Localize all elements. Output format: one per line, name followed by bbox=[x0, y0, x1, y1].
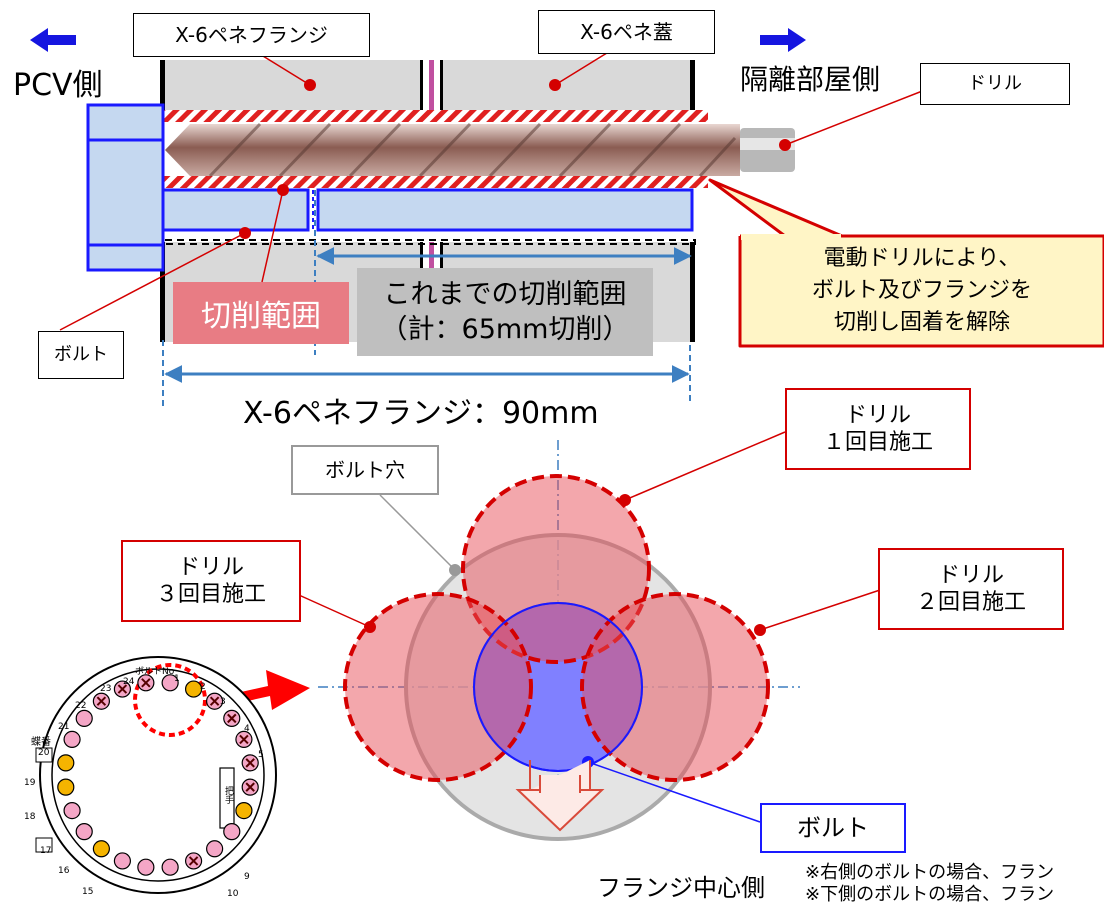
ring-number: 5 bbox=[258, 750, 264, 760]
ring-number: 3 bbox=[220, 697, 226, 707]
mini-bolt bbox=[75, 823, 93, 841]
bolt-cross-icon bbox=[141, 678, 151, 688]
ring-number: 22 bbox=[75, 701, 87, 711]
drill-1-label: ドリル １回目施工 bbox=[822, 402, 933, 456]
ring-number: 20 bbox=[38, 748, 50, 758]
bolt-cross-icon bbox=[117, 684, 128, 694]
mini-bolt bbox=[206, 840, 224, 858]
ring-number: 2 bbox=[200, 682, 206, 692]
bolt-box-lower: ボルト bbox=[760, 803, 906, 853]
ring-number: 18 bbox=[24, 812, 36, 822]
lid-label-box: X-6ペネ蓋 bbox=[538, 10, 715, 54]
mini-bolt bbox=[223, 823, 241, 841]
drill-label-box: ドリル bbox=[920, 63, 1070, 105]
bolt-label: ボルト bbox=[54, 343, 108, 365]
cut-band-bottom bbox=[163, 176, 708, 188]
flange-center-label: フランジ中心側 bbox=[597, 874, 765, 902]
bolt-cross-icon bbox=[188, 856, 199, 866]
bolt-shaft-cut bbox=[316, 188, 694, 232]
ring-number: 4 bbox=[244, 724, 250, 734]
cut-range-box bbox=[173, 282, 349, 344]
pcv-side-label: PCV側 bbox=[13, 68, 103, 103]
bolt-label-box: ボルト bbox=[38, 331, 124, 379]
drill-2-box: ドリル ２回目施工 bbox=[878, 548, 1064, 630]
mini-bolt bbox=[161, 858, 179, 876]
cut-range-label: 切削範囲 bbox=[201, 299, 321, 334]
drill-2-label: ドリル ２回目施工 bbox=[915, 562, 1026, 616]
hinge-label: 蝶番 bbox=[31, 737, 51, 748]
bolt-head bbox=[86, 103, 165, 272]
bolt-cross-icon bbox=[209, 696, 220, 706]
bolt-hole-box: ボルト穴 bbox=[291, 445, 439, 495]
ring-number: 17 bbox=[40, 846, 52, 856]
ring-number: 9 bbox=[244, 872, 250, 882]
drill-3-circle bbox=[343, 592, 533, 782]
mini-bolt bbox=[113, 852, 132, 870]
bolt-cross-icon bbox=[245, 782, 255, 792]
bolt-cross-icon bbox=[227, 713, 237, 724]
flange-label-box: X-6ペネフランジ bbox=[133, 13, 370, 57]
cut-band-top bbox=[163, 110, 708, 122]
ring-number: 24 bbox=[123, 677, 135, 687]
mini-bolt bbox=[235, 801, 253, 820]
flange-label: X-6ペネフランジ bbox=[175, 22, 328, 47]
lid-label: X-6ペネ蓋 bbox=[580, 19, 673, 44]
handle-label: 把手 bbox=[223, 786, 233, 804]
ring-number: 10 bbox=[227, 889, 239, 899]
mini-bolt bbox=[161, 674, 179, 692]
mini-bolt bbox=[75, 709, 93, 727]
bolt-ring-mini bbox=[35, 656, 277, 894]
mini-bolt bbox=[57, 754, 75, 772]
mini-bolt bbox=[92, 840, 110, 858]
bolt-no-label: ボルトNo bbox=[135, 667, 175, 677]
cut-so-far-label: これまでの切削範囲 （計：65mm切削） bbox=[380, 278, 630, 345]
bolt-cross-icon bbox=[96, 696, 107, 706]
lid-body-top bbox=[440, 60, 692, 110]
cut-so-far-box bbox=[357, 268, 653, 356]
drill-1-box: ドリル １回目施工 bbox=[785, 388, 971, 470]
bolt-cross-icon bbox=[239, 734, 249, 745]
mini-bolt bbox=[63, 730, 81, 749]
isolation-arrow-icon bbox=[760, 28, 806, 52]
bolt-label-lower: ボルト bbox=[797, 814, 869, 842]
ring-number: 15 bbox=[82, 887, 94, 897]
ring-number: 21 bbox=[58, 722, 70, 732]
ring-number: 23 bbox=[100, 684, 112, 694]
mini-bolt bbox=[57, 778, 75, 796]
callout-text: 電動ドリルにより、 ボルト及びフランジを 切削し固着を解除 bbox=[811, 246, 1032, 335]
note-2: ※下側のボルトの場合、フラン bbox=[805, 884, 1055, 905]
ring-number: 1 bbox=[174, 674, 180, 684]
callout-bubble bbox=[708, 178, 1104, 348]
bolt-cross-icon bbox=[245, 758, 255, 768]
mini-bolt bbox=[63, 801, 81, 820]
flange-body-top bbox=[163, 60, 423, 110]
gasket-line-top bbox=[429, 60, 434, 110]
bolt-hole-label: ボルト穴 bbox=[325, 457, 405, 482]
drill-3-label: ドリル ３回目施工 bbox=[155, 554, 266, 608]
pcv-arrow-icon bbox=[30, 28, 76, 52]
ring-number: 16 bbox=[58, 866, 70, 876]
note-1: ※右側のボルトの場合、フラン bbox=[805, 862, 1055, 883]
drill-label: ドリル bbox=[968, 72, 1022, 94]
drill-3-box: ドリル ３回目施工 bbox=[121, 540, 301, 622]
ring-number: 19 bbox=[24, 778, 36, 788]
bolt-shaft bbox=[161, 188, 310, 232]
mini-bolt bbox=[184, 680, 203, 698]
isolation-side-label: 隔離部屋側 bbox=[740, 63, 881, 96]
mini-bolt bbox=[137, 858, 155, 876]
flange-dimension-label: X-6ペネフランジ：90mm bbox=[243, 396, 599, 431]
